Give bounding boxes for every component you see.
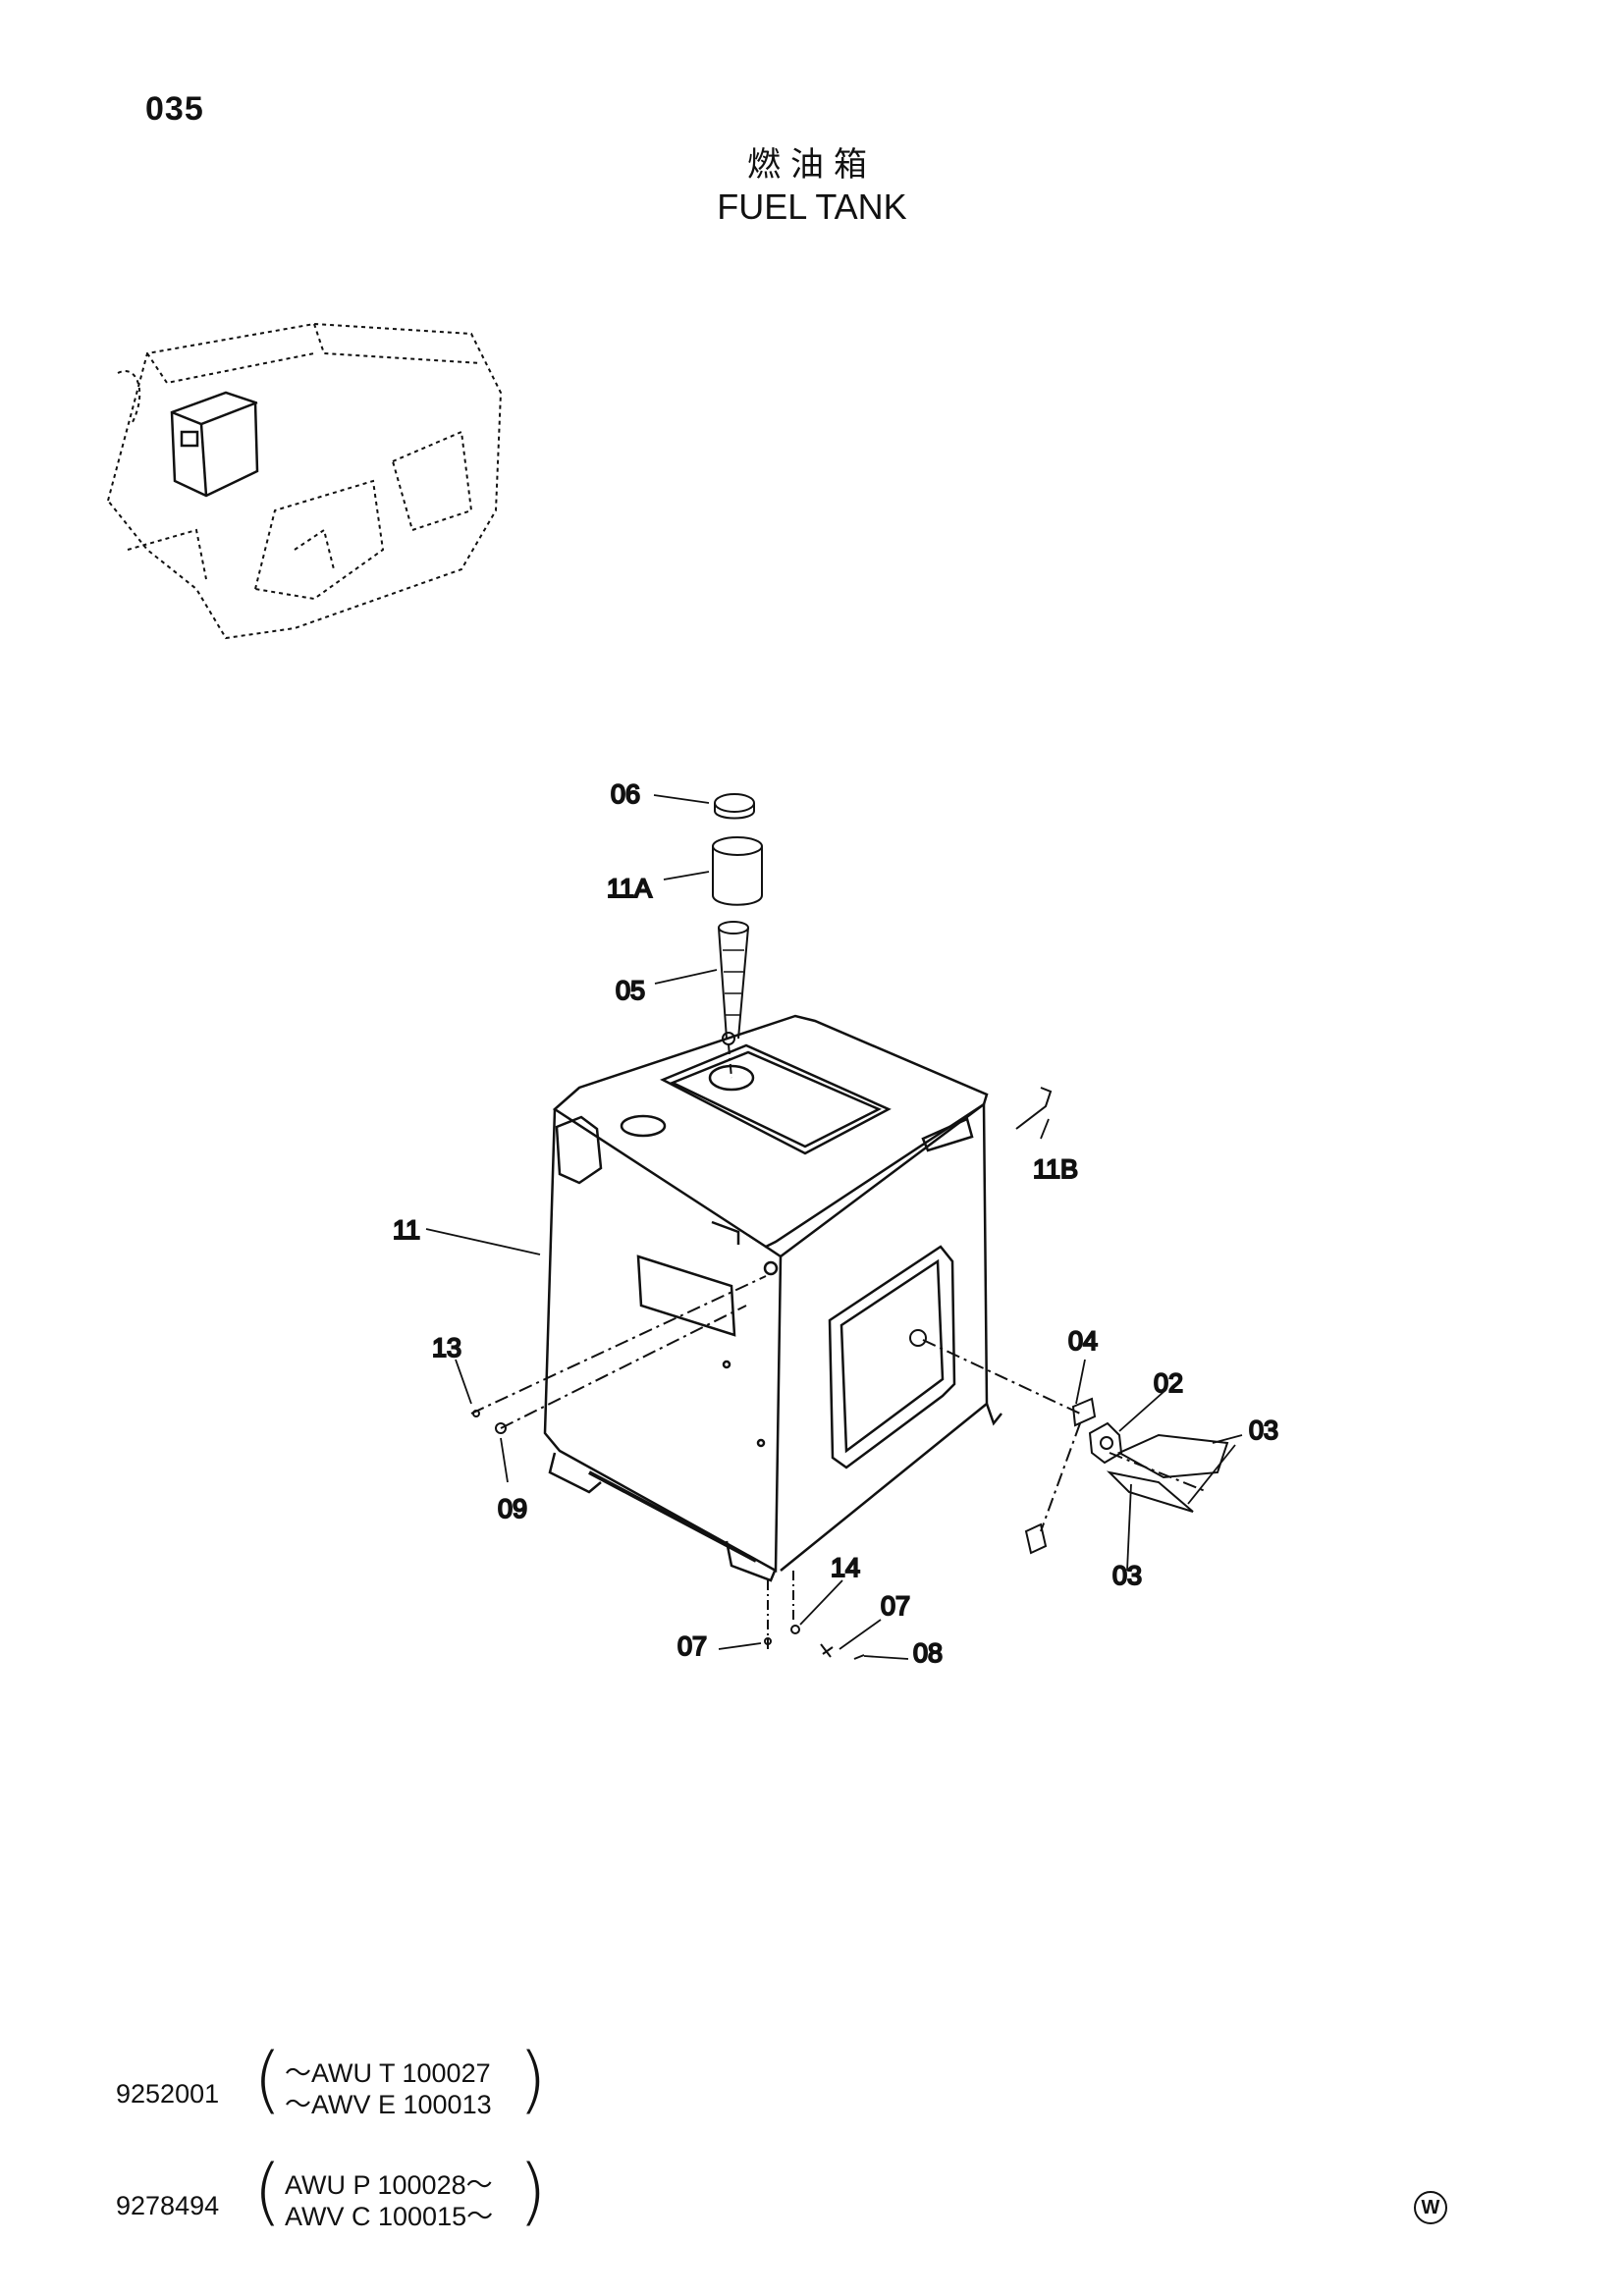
callout-07-left: 07 (677, 1631, 707, 1661)
hook-11B (1015, 1087, 1053, 1130)
strainer-05 (718, 921, 749, 1045)
callout-09: 09 (498, 1494, 527, 1523)
callout-05: 05 (616, 976, 645, 1005)
assembly-line-left (470, 1275, 767, 1429)
serial-code-2: 9278494 (116, 2191, 220, 2220)
plug-07-lower-right (1024, 1522, 1048, 1555)
callout-03-upper: 03 (1249, 1415, 1278, 1445)
washer-14 (790, 1625, 800, 1634)
serial-code-1: 9252001 (116, 2079, 220, 2109)
valve-02 (1088, 1421, 1123, 1465)
location-thumbnail (106, 322, 503, 640)
serial-bracket-open-1: ( (253, 2038, 282, 2122)
serial-bracket-close-2: ) (518, 2150, 547, 2234)
callout-07-right: 07 (881, 1591, 910, 1621)
bolt-13 (472, 1410, 480, 1417)
serial-range-1-line-2: ～AWV E 100013 (285, 2090, 492, 2119)
serial-bracket-close-1: ) (518, 2038, 547, 2122)
footer-w-mark: W (1414, 2191, 1447, 2224)
callout-06: 06 (611, 779, 640, 809)
cylinder-11A (712, 836, 763, 906)
bolt-07-bottom (764, 1637, 772, 1645)
serial-range-1: ～AWU T 100027 ～AWV E 100013 (285, 2057, 492, 2120)
serial-range-2-line-2: AWV C 100015～ (285, 2202, 494, 2231)
callout-11B: 11B (1033, 1154, 1078, 1184)
callout-04: 04 (1068, 1326, 1098, 1356)
callout-02: 02 (1154, 1368, 1183, 1398)
page-title-cjk: 燃油箱 (747, 145, 877, 185)
callout-11: 11 (393, 1215, 420, 1245)
callout-08: 08 (913, 1638, 943, 1668)
page-number: 035 (145, 90, 204, 128)
callout-14: 14 (831, 1553, 860, 1582)
bolt-07-lower (820, 1643, 834, 1658)
bolt-08 (853, 1654, 865, 1660)
callout-03-lower: 03 (1112, 1561, 1142, 1590)
drain-port (909, 1329, 927, 1347)
assembly-line-filler (728, 1043, 732, 1079)
serial-range-2: AWU P 100028～ AWV C 100015～ (285, 2169, 493, 2232)
assembly-line-drain (922, 1339, 1209, 1532)
callout-11A: 11A (607, 874, 652, 903)
page-title: FUEL TANK (717, 187, 907, 227)
callout-13: 13 (432, 1333, 461, 1362)
thumbnail-fuel-tank-highlight (170, 391, 259, 498)
guard-plate-03 (1106, 1433, 1229, 1513)
drain-pipe-04 (1071, 1397, 1097, 1427)
washer-09 (495, 1422, 507, 1434)
serial-bracket-open-2: ( (253, 2150, 282, 2234)
filler-cap-06 (714, 793, 755, 820)
serial-range-2-line-1: AWU P 100028～ (285, 2170, 493, 2200)
fuel-tank-body (543, 1014, 1002, 1582)
serial-range-1-line-1: ～AWU T 100027 (285, 2058, 491, 2088)
leader-lines (425, 794, 1243, 1660)
